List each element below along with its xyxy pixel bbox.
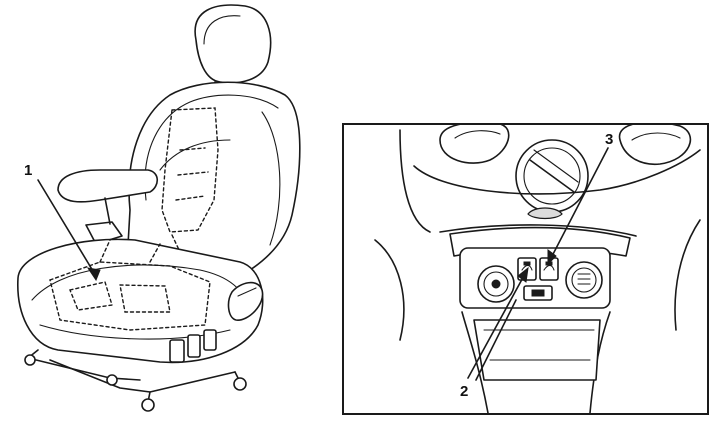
hazard-button (523, 285, 553, 301)
storage-bin (461, 311, 611, 413)
air-vents (439, 125, 692, 213)
left-rotary-knob (477, 265, 515, 303)
switch-panel (459, 247, 611, 309)
seat-cushion (17, 238, 264, 364)
console-detail-panel (342, 123, 709, 415)
leader-line-3 (547, 147, 609, 266)
right-rotary-knob (565, 261, 603, 299)
car-seat-illustration (17, 4, 301, 412)
seat-adjust-levers (169, 281, 264, 363)
callout-3: 3 (605, 131, 614, 148)
callout-1: 1 (24, 162, 33, 179)
seat-back (127, 81, 301, 271)
callout-2: 2 (460, 383, 469, 400)
leader-line-2 (467, 266, 529, 381)
armrest (57, 169, 159, 245)
seat-rails (24, 349, 247, 412)
leader-line-1 (37, 179, 101, 282)
